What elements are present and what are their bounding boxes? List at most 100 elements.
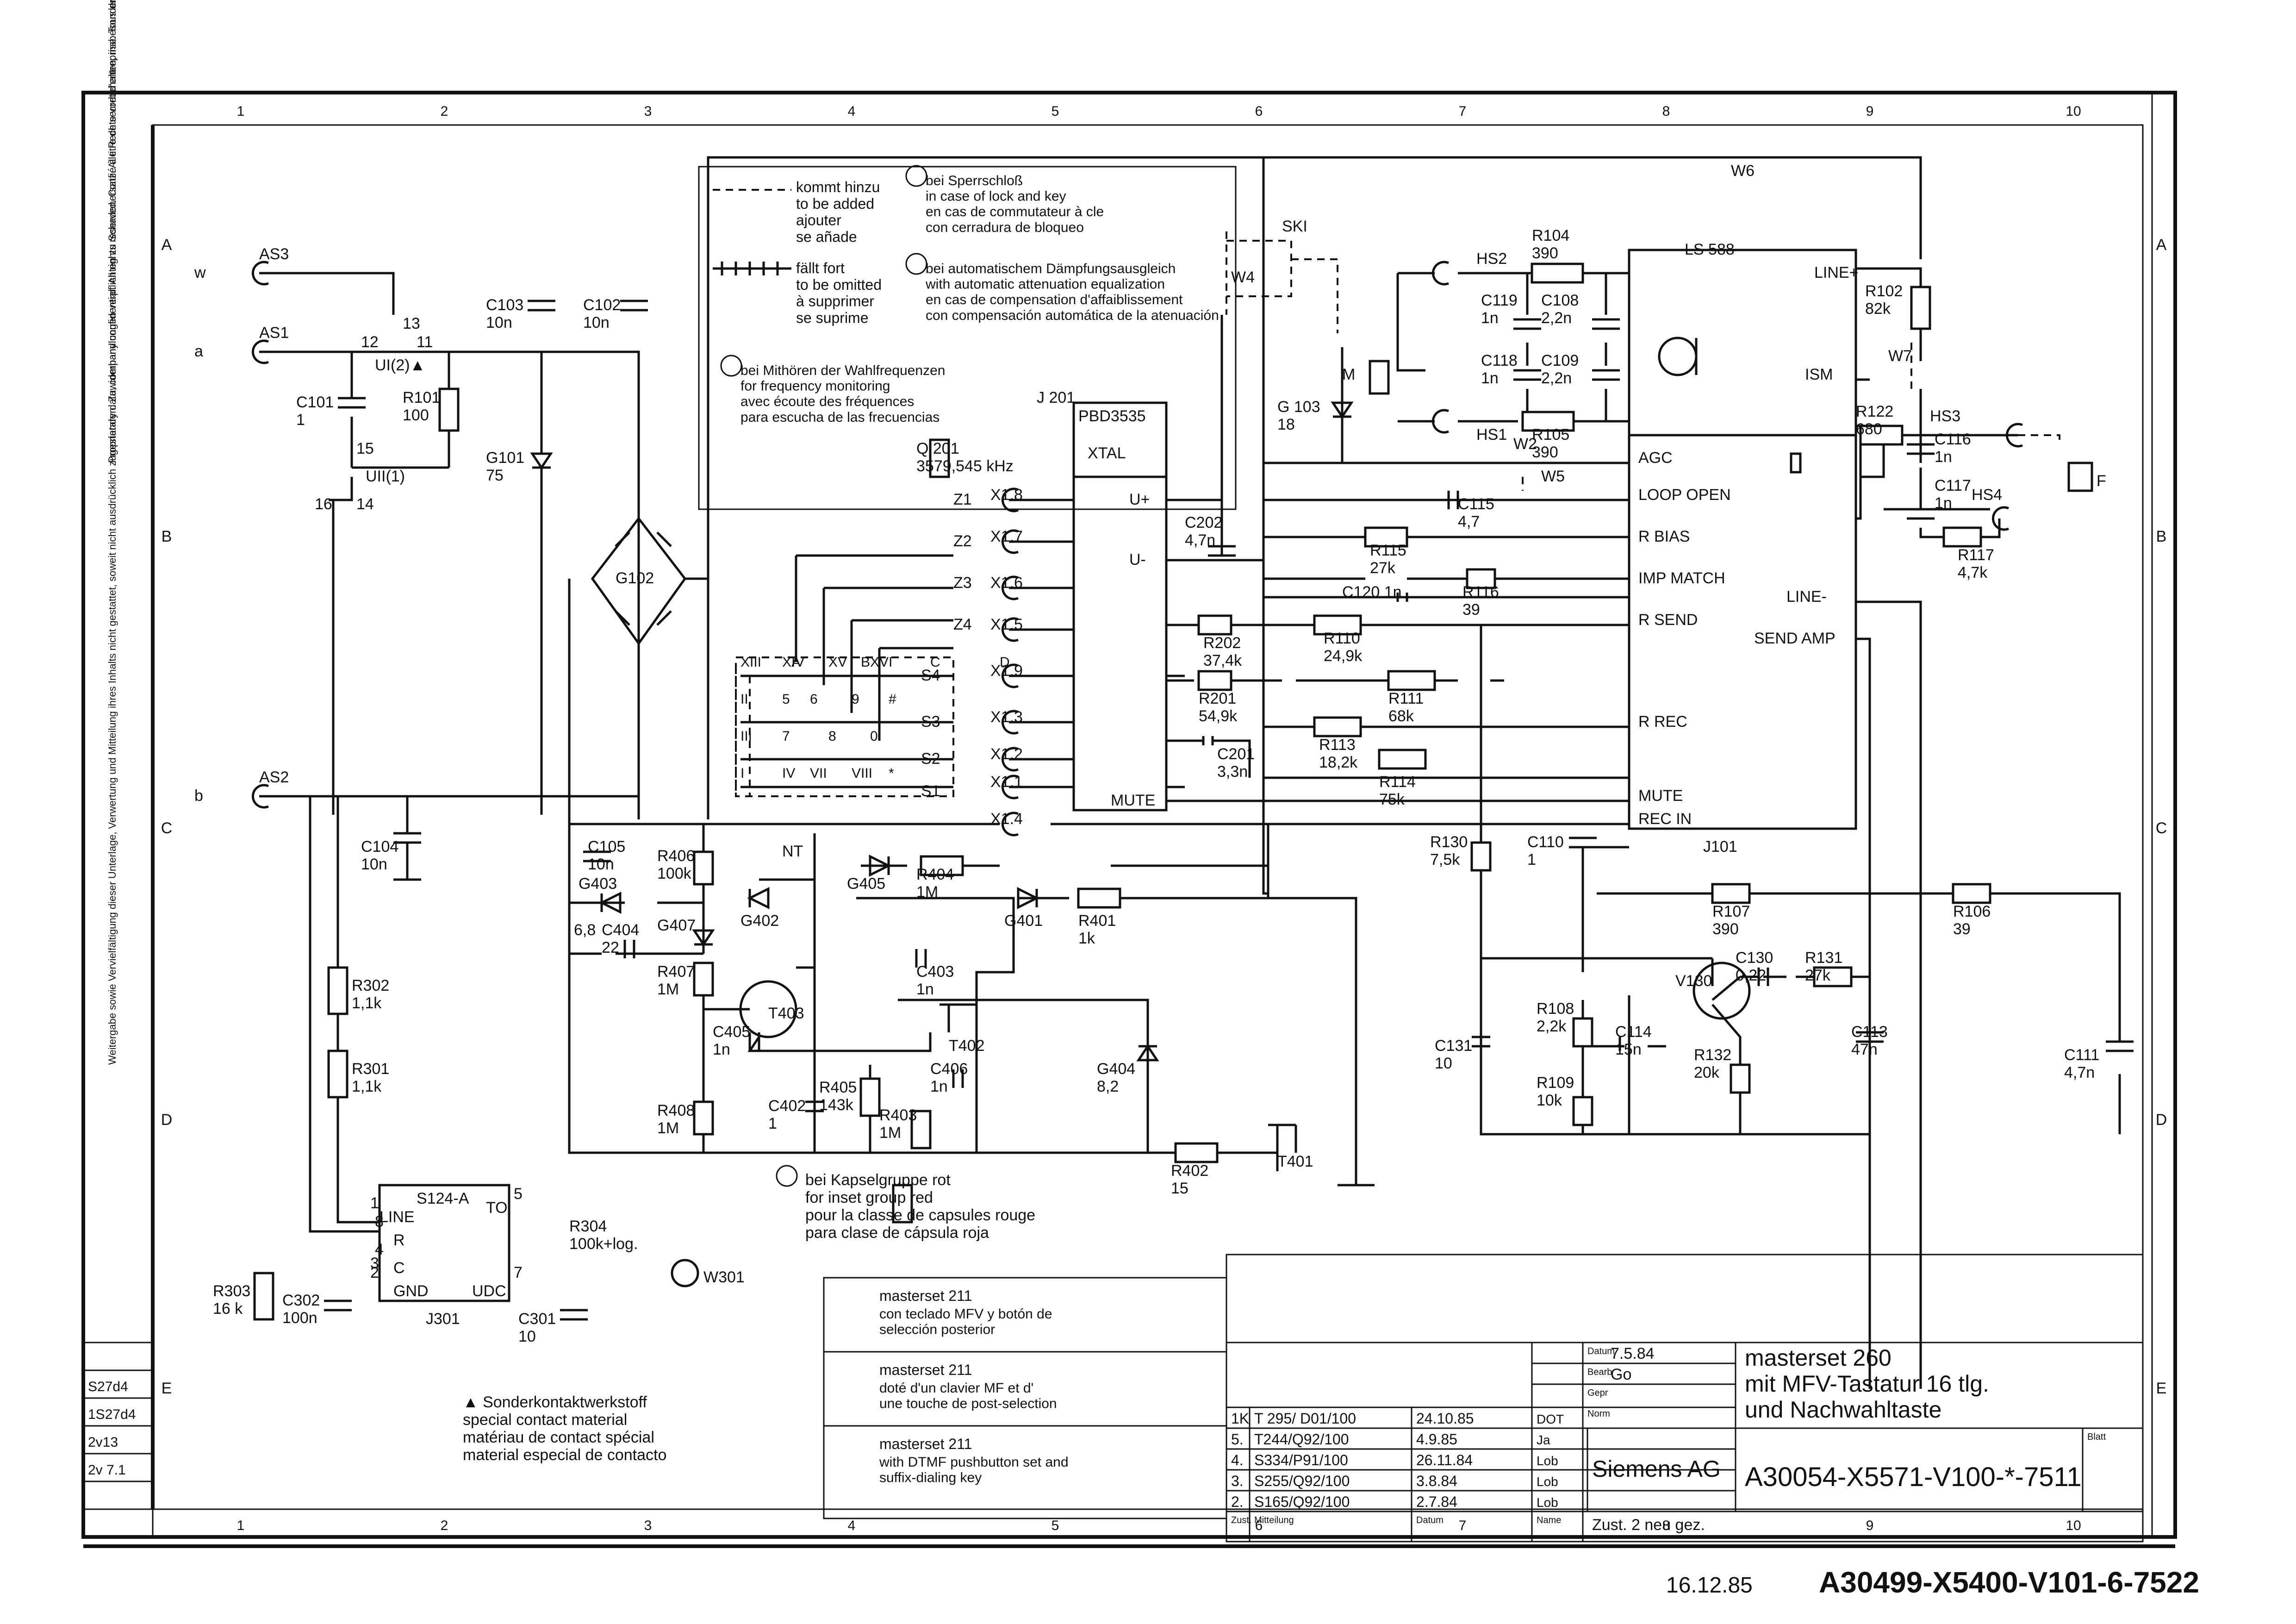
keypad-letter-c: C <box>930 655 940 670</box>
connector-jack-7 <box>1991 506 2009 531</box>
label-s1: S1 <box>921 782 940 800</box>
connector-jack-5 <box>1431 409 1449 434</box>
drawing-frame <box>81 91 2177 1548</box>
grid-row-D: D <box>161 1111 173 1129</box>
resistor-r304 <box>892 1184 913 1224</box>
tb-header-bearb: Bearb <box>1587 1367 1612 1377</box>
legend-marker-circle-3 <box>720 355 742 377</box>
label-j301: J301 <box>426 1310 460 1328</box>
label-x14: X1.4 <box>990 810 1023 828</box>
resistor-r401 <box>1077 887 1121 909</box>
grid-col-10: 10 <box>2066 104 2081 119</box>
label-hs1: HS1 <box>1476 426 1507 443</box>
revision-note-3: S334/P91/100 <box>1254 1452 1348 1468</box>
revision-idx-5: 2. <box>1231 1493 1244 1510</box>
label-t402: T402 <box>949 1037 985 1055</box>
variant-code-3: masterset 211 <box>879 1436 972 1452</box>
label-z4: Z4 <box>953 616 972 633</box>
label-w4: W4 <box>1231 269 1255 286</box>
label-v68: 6,8 <box>574 921 596 939</box>
revision-date-3: 26.11.84 <box>1416 1452 1473 1468</box>
tb-header-norm: Norm <box>1587 1409 1610 1419</box>
resistor-r201 <box>1197 670 1232 691</box>
label-j201: J 201 <box>1037 389 1075 406</box>
resistor-r130 <box>1470 841 1492 872</box>
label-pinr: R <box>393 1231 405 1249</box>
label-gnd: GND <box>393 1282 429 1300</box>
resistor-r132 <box>1730 1063 1751 1094</box>
resistor-r116 <box>1466 568 1496 589</box>
tb-header-datum: Datum <box>1587 1346 1615 1356</box>
resistor-r107 <box>1711 883 1751 904</box>
connector-jack-16 <box>1001 812 1019 837</box>
w301-terminal <box>671 1259 699 1287</box>
label-g102: G102 <box>616 569 654 587</box>
resistor-r122 <box>1859 425 1904 446</box>
label-pin1: 1 <box>370 1194 379 1212</box>
label-ski: SKI <box>1282 218 1307 235</box>
variant-code-1: masterset 211 <box>879 1287 972 1304</box>
label-as3: AS3 <box>259 245 289 263</box>
resistor-r408 <box>693 1100 714 1136</box>
label-f: F <box>2097 472 2106 490</box>
label-x13: X1.3 <box>990 708 1023 726</box>
resistor-r104 <box>1531 262 1584 284</box>
tb-header-zust: Zust. <box>1231 1515 1251 1525</box>
tb-bearb-value: Go <box>1611 1366 1631 1383</box>
label-x16: X1.6 <box>990 574 1023 592</box>
resistor-r117 <box>1942 526 1982 548</box>
connector-jack-14 <box>1001 747 1019 772</box>
label-x15: X1.5 <box>990 616 1023 633</box>
keypad-key-11: 7 <box>782 729 790 744</box>
grid-col-bottom-5: 5 <box>1052 1518 1059 1533</box>
label-w6: W6 <box>1731 162 1755 180</box>
resistor-r108 <box>1572 1017 1593 1048</box>
label-g401: G401 <box>1004 912 1043 930</box>
keypad-key-1: XIII <box>740 655 761 670</box>
revision-idx-3: 4. <box>1231 1452 1244 1468</box>
label-s3: S3 <box>921 713 940 731</box>
earpiece-symbol <box>1790 452 1802 474</box>
label-rec-in: REC IN <box>1638 810 1692 828</box>
label-line: LINE <box>380 1208 415 1226</box>
label-mute-ic: MUTE <box>1111 792 1155 809</box>
revision-name-1: DOT <box>1537 1412 1564 1426</box>
resistor-r115 <box>1364 526 1408 548</box>
grid-row-right-E: E <box>2156 1380 2167 1397</box>
label-pbd: PBD3535 <box>1078 407 1146 425</box>
ground-symbol-c104 <box>393 875 421 881</box>
connector-jack-9 <box>1001 529 1019 554</box>
grid-row-A: A <box>162 236 172 254</box>
grid-row-right-C: C <box>2156 819 2167 837</box>
label-x12: X1.2 <box>990 745 1023 763</box>
label-linep: LINE+ <box>1814 264 1858 281</box>
label-to: TO <box>486 1199 508 1217</box>
legend-marker-circle-4 <box>776 1165 798 1187</box>
grid-row-right-B: B <box>2156 528 2167 545</box>
label-ls588: LS 588 <box>1685 241 1735 258</box>
label-uii1: UII(1) <box>366 468 405 485</box>
grid-col-bottom-2: 2 <box>441 1518 448 1533</box>
resistor-r405 <box>859 1077 881 1117</box>
label-t403: T403 <box>768 1005 804 1022</box>
grid-col-5: 5 <box>1052 104 1059 119</box>
grid-row-B: B <box>162 528 172 545</box>
resistor-r105 <box>1521 411 1575 432</box>
